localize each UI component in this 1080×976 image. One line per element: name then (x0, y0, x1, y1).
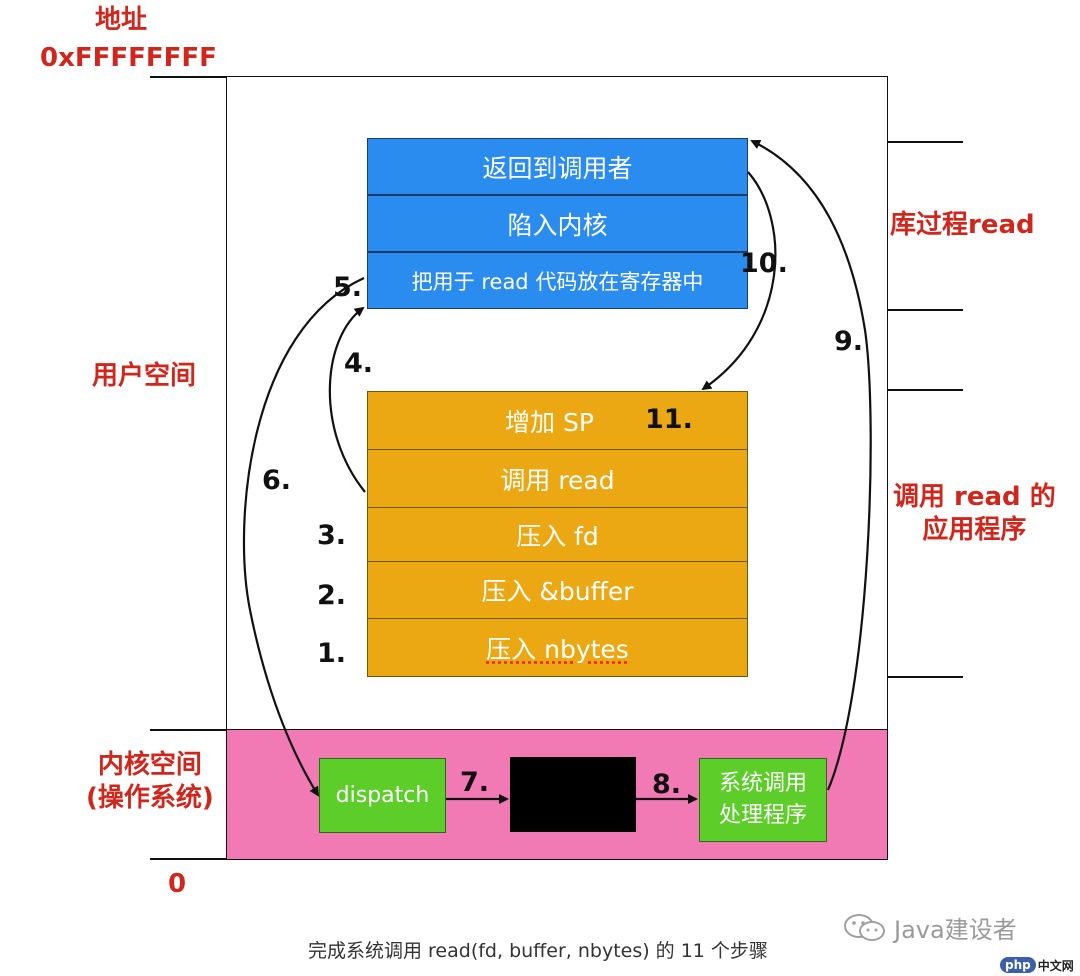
black-box (510, 757, 636, 832)
wechat-icon (844, 913, 885, 941)
dispatch-box: dispatch (319, 758, 446, 833)
step-2: 2. (317, 580, 347, 611)
arrow-step-6 (242, 276, 365, 797)
tick-right-1 (887, 141, 963, 143)
wechat-watermark-text: Java建设者 (894, 916, 1017, 944)
orange-box-call-read: 调用 read (367, 449, 748, 508)
php-watermark: php 中文网 (1000, 956, 1074, 974)
orange-box-increment-sp: 增加 SP (367, 391, 748, 450)
kernel-space-label: 内核空间 (操作系统) (86, 749, 214, 814)
library-read-label: 库过程read (890, 210, 1035, 240)
step-5: 5. (333, 272, 363, 303)
syscall-handler-line1: 系统调用 (718, 771, 807, 797)
kernel-space-line1: 内核空间 (97, 750, 202, 780)
app-calling-read-line1: 调用 read 的 (893, 482, 1056, 512)
orange-box-push-buffer: 压入 &buffer (367, 561, 748, 619)
step-1: 1. (317, 638, 347, 669)
blue-box-put-code-register: 把用于 read 代码放在寄存器中 (367, 252, 748, 309)
blue-box-trap-kernel: 陷入内核 (367, 195, 748, 252)
step-9: 9. (834, 326, 864, 357)
step-4: 4. (344, 348, 374, 379)
tick-right-4 (887, 676, 963, 678)
step-6: 6. (262, 465, 292, 496)
address-title: 地址 (95, 5, 148, 35)
orange-box-push-fd: 压入 fd (367, 507, 748, 562)
orange-box-increment-sp-label: 增加 SP (505, 407, 594, 437)
orange-box-push-nbytes-label: 压入 nbytes (486, 634, 629, 664)
php-site-text: 中文网 (1037, 958, 1074, 973)
orange-box-push-nbytes: 压入 nbytes (367, 618, 748, 677)
tick-right-3 (887, 389, 963, 391)
tick-left-kernel (150, 729, 227, 731)
address-zero: 0 (168, 869, 187, 899)
tick-right-2 (887, 309, 963, 311)
php-logo-icon: php (1000, 957, 1036, 973)
step-8: 8. (652, 769, 682, 800)
syscall-handler-line2: 处理程序 (718, 803, 807, 828)
step-7: 7. (460, 767, 490, 798)
blue-box-return-to-caller: 返回到调用者 (367, 138, 748, 195)
caption: 完成系统调用 read(fd, buffer, nbytes) 的 11 个步骤 (308, 940, 768, 962)
tick-left-top (150, 76, 227, 78)
tick-left-bottom (150, 858, 227, 860)
kernel-space-line2: (操作系统) (86, 782, 214, 813)
wechat-watermark: Java建设者 (842, 910, 1017, 945)
step-10: 10. (740, 248, 788, 279)
syscall-handler-box: 系统调用 处理程序 (699, 758, 827, 842)
user-space-label: 用户空间 (92, 361, 197, 391)
app-calling-read-line2: 应用程序 (922, 514, 1027, 545)
step-3: 3. (317, 520, 347, 551)
arrow-step-4 (328, 306, 366, 493)
arrow-step-9 (750, 140, 872, 791)
app-calling-read-label: 调用 read 的 应用程序 (893, 481, 1056, 546)
arrow-step-10 (701, 171, 777, 391)
address-value: 0xFFFFFFFF (40, 43, 217, 73)
step-11: 11. (645, 404, 693, 435)
